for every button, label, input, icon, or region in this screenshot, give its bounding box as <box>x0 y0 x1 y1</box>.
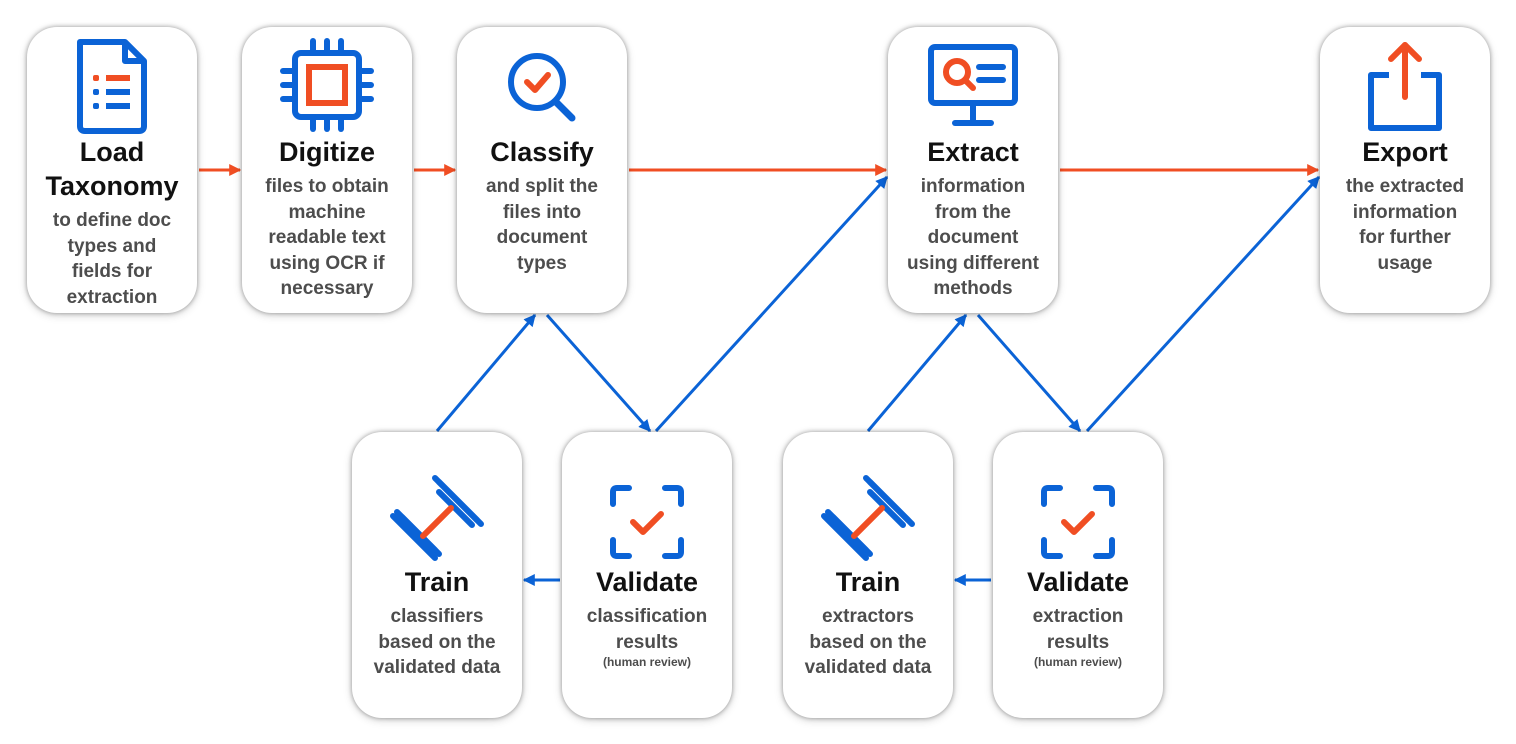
desc-line: information <box>1352 201 1458 223</box>
document-list-icon <box>62 35 162 135</box>
step-validate-classification: Validate classification results (human r… <box>562 432 732 718</box>
step-train-classifiers: Train classifiers based on the validated… <box>352 432 522 718</box>
desc-line: from the <box>935 201 1011 223</box>
human-review-note: (human review) <box>602 655 692 669</box>
step-description: classification results <box>568 604 726 655</box>
desc-line: classification <box>586 606 708 627</box>
desc-line: usage <box>1377 252 1433 274</box>
title-line: Load <box>79 137 145 167</box>
desc-line: validated data <box>373 657 501 678</box>
arrow-extract-to-validate <box>976 314 1082 432</box>
arrow-classify-to-validate <box>545 314 652 432</box>
desc-line: the extracted <box>1345 176 1465 197</box>
desc-line: classifiers <box>390 606 484 627</box>
dumbbell-icon <box>387 472 487 572</box>
arrow-train-to-classify <box>435 314 537 432</box>
step-digitize: Digitize files to obtain machine readabl… <box>242 27 412 313</box>
desc-line: files to obtain <box>265 176 389 197</box>
human-review-note: (human review) <box>1033 655 1123 669</box>
step-title: Extract <box>927 137 1019 167</box>
desc-line: types and <box>67 235 157 257</box>
step-title: Digitize <box>278 137 375 167</box>
desc-line: results <box>1046 631 1110 653</box>
desc-line: machine <box>288 201 366 223</box>
desc-line: fields for <box>71 261 153 282</box>
desc-line: using OCR if <box>269 252 385 274</box>
step-title: Train <box>835 567 901 597</box>
desc-line: for further <box>1359 227 1451 248</box>
desc-line: files into <box>502 201 582 223</box>
step-load-taxonomy: Load Taxonomy to define doc types and fi… <box>27 27 197 313</box>
step-title: Train <box>404 567 470 597</box>
desc-line: types <box>517 252 567 274</box>
arrow-validate-to-export <box>1085 175 1321 433</box>
step-description: to define doc types and fields for extra… <box>33 208 191 310</box>
desc-line: validated data <box>804 657 932 678</box>
title-line: Taxonomy <box>45 171 179 201</box>
desc-line: readable text <box>268 227 386 248</box>
desc-line: to define doc <box>52 210 172 231</box>
desc-line: methods <box>933 278 1013 299</box>
desc-line: and split the <box>486 176 598 197</box>
scan-check-icon <box>1028 472 1128 572</box>
monitor-search-icon <box>923 35 1023 135</box>
step-extract: Extract information from the document us… <box>888 27 1058 313</box>
magnifier-check-icon <box>492 35 592 135</box>
step-title: Validate <box>1026 567 1130 597</box>
desc-line: using different <box>907 252 1039 274</box>
step-description: information from the document using diff… <box>894 174 1052 302</box>
desc-line: results <box>615 631 679 653</box>
arrow-train-to-extract <box>866 314 968 432</box>
step-title: Export <box>1362 137 1448 167</box>
scan-check-icon <box>597 472 697 572</box>
share-out-icon <box>1355 35 1455 135</box>
step-description: extraction results <box>999 604 1157 655</box>
step-title: Classify <box>490 137 594 167</box>
chip-icon <box>277 35 377 135</box>
dumbbell-icon <box>818 472 918 572</box>
desc-line: based on the <box>809 631 927 653</box>
step-validate-extraction: Validate extraction results (human revie… <box>993 432 1163 718</box>
desc-line: extractors <box>822 606 914 627</box>
step-description: classifiers based on the validated data <box>358 604 516 681</box>
step-title: Validate <box>595 567 699 597</box>
step-description: extractors based on the validated data <box>789 604 947 681</box>
step-description: the extracted information for further us… <box>1326 174 1484 276</box>
step-export: Export the extracted information for fur… <box>1320 27 1490 313</box>
step-description: and split the files into document types <box>463 174 621 276</box>
desc-line: information <box>920 176 1026 197</box>
desc-line: document <box>496 227 588 248</box>
desc-line: extraction <box>1032 606 1124 627</box>
desc-line: extraction <box>66 286 158 308</box>
step-classify: Classify and split the files into docume… <box>457 27 627 313</box>
desc-line: necessary <box>280 278 374 299</box>
arrow-validate-to-extract <box>654 175 889 433</box>
desc-line: document <box>927 227 1019 248</box>
step-description: files to obtain machine readable text us… <box>248 174 406 302</box>
step-train-extractors: Train extractors based on the validated … <box>783 432 953 718</box>
desc-line: based on the <box>378 631 496 653</box>
step-title: Load Taxonomy <box>31 135 193 203</box>
